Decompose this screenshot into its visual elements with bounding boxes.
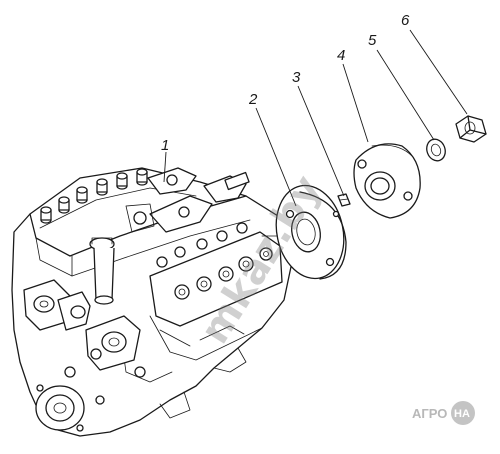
part-5-washer [426, 138, 446, 162]
callout-4: 4 [337, 47, 345, 64]
leader-4 [342, 63, 369, 143]
callout-2: 2 [248, 91, 258, 108]
outlet-fittings-top [40, 168, 148, 224]
injection-pump-assembly [11, 167, 293, 437]
leader-6 [409, 29, 468, 115]
callout-1: 1 [161, 137, 169, 154]
part-6-nut [455, 115, 487, 143]
callout-6: 6 [401, 12, 410, 29]
leader-1 [163, 151, 167, 183]
callout-labels: 1 2 3 4 5 6 [161, 12, 410, 154]
logo-badge-text: НА [454, 408, 470, 420]
callout-3: 3 [292, 69, 301, 86]
part-4-half-coupling [353, 143, 421, 219]
front-bosses [23, 279, 146, 378]
leader-2 [255, 107, 297, 207]
side-plugs [149, 222, 283, 327]
logo-badge-icon [451, 401, 475, 425]
leader-5 [376, 49, 435, 141]
logo-text: АГРО [412, 406, 447, 421]
part-2-flange [275, 184, 347, 280]
compensator-cylinder [89, 237, 115, 305]
agro-logo: АГРО НА [412, 401, 475, 425]
leader-3 [297, 85, 345, 197]
callout-5: 5 [368, 32, 377, 49]
leader-lines [163, 29, 468, 207]
drive-end-flange [35, 384, 105, 432]
